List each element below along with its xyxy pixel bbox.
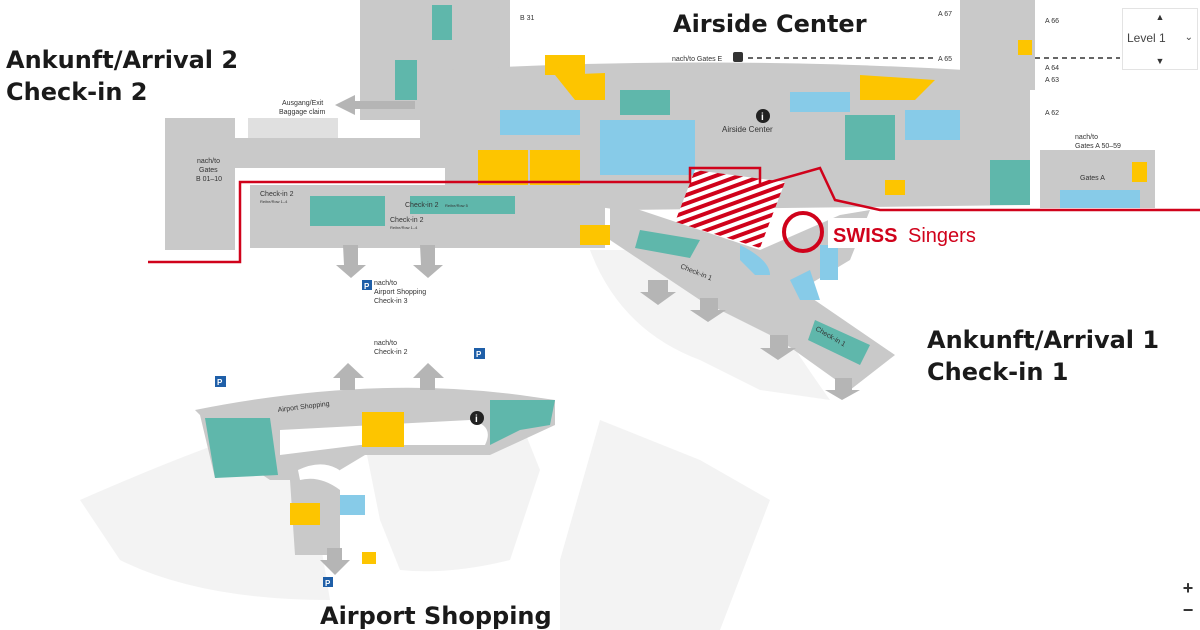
plane-icon bbox=[733, 52, 743, 62]
gate-a63: A 63 bbox=[1045, 77, 1059, 84]
marker-brand: SWISS bbox=[833, 225, 897, 247]
terminal-2-building bbox=[165, 0, 605, 250]
zone-arrival-1-line2: Check-in 1 bbox=[927, 358, 1069, 386]
parking-icon: P bbox=[215, 376, 226, 387]
gates-a-5059-label-2: Gates A 50–59 bbox=[1075, 143, 1121, 150]
zoom-in-button[interactable]: + bbox=[1178, 578, 1198, 598]
gate-a62: A 62 bbox=[1045, 110, 1059, 117]
level-up-button[interactable]: ▲ bbox=[1155, 12, 1165, 22]
gates-b-label-1: nach/to bbox=[197, 158, 220, 165]
gates-a-5059-label-1: nach/to bbox=[1075, 134, 1098, 141]
exit-label-1: Ausgang/Exit bbox=[282, 100, 323, 107]
restricted-hatched-area bbox=[675, 170, 785, 248]
b31-label: B 31 bbox=[520, 15, 535, 22]
gate-a66: A 66 bbox=[1045, 18, 1059, 25]
info-icon: i bbox=[470, 411, 484, 425]
zone-arrival-2-line2: Check-in 2 bbox=[6, 78, 148, 106]
svg-text:i: i bbox=[475, 414, 478, 425]
to-shopping-label-2: Airport Shopping bbox=[374, 289, 426, 296]
gate-a65: A 65 bbox=[938, 56, 952, 63]
checkin2-left-label: Check-in 2 bbox=[260, 191, 294, 198]
checkin2-mid-label: Check-in 2 bbox=[405, 202, 439, 209]
checkin2-mid-sub: Reihe/Row 5 bbox=[445, 203, 469, 208]
gates-e-label: nach/to Gates E bbox=[672, 56, 723, 63]
marker-name: Singers bbox=[908, 225, 976, 247]
parking-icon: P bbox=[323, 577, 333, 588]
parking-icon: P bbox=[474, 348, 485, 359]
gates-b-label-2: Gates bbox=[199, 167, 218, 174]
to-checkin2-label-1: nach/to bbox=[374, 340, 397, 347]
parking-icon: P bbox=[362, 280, 372, 291]
zone-airside-center: Airside Center bbox=[673, 10, 867, 38]
zone-arrival-1-line1: Ankunft/Arrival 1 bbox=[927, 326, 1159, 354]
svg-text:P: P bbox=[217, 378, 223, 387]
exit-label-2: Baggage claim bbox=[279, 109, 325, 116]
zoom-out-button[interactable]: − bbox=[1178, 600, 1198, 620]
checkin-1-building bbox=[610, 200, 895, 390]
gates-a-label: Gates A bbox=[1080, 175, 1105, 182]
checkin2-low-sub: Reihe/Row 1–4 bbox=[390, 225, 418, 230]
to-checkin2-label-2: Check-in 2 bbox=[374, 349, 408, 356]
chevron-down-icon: ⌄ bbox=[1184, 32, 1193, 43]
checkin2-left-sub: Reihe/Row 1–4 bbox=[260, 199, 288, 204]
to-shopping-label-3: Check-in 3 bbox=[374, 298, 408, 305]
zone-airport-shopping: Airport Shopping bbox=[320, 602, 552, 630]
svg-text:P: P bbox=[364, 282, 370, 291]
checkin2-low-label: Check-in 2 bbox=[390, 217, 424, 224]
level-value: Level 1 bbox=[1127, 31, 1166, 45]
level-selector[interactable]: ▲ Level 1 ⌄ ▼ bbox=[1122, 8, 1198, 70]
airside-center-building bbox=[445, 0, 1155, 245]
svg-text:P: P bbox=[325, 579, 331, 588]
zone-arrival-2-line1: Ankunft/Arrival 2 bbox=[6, 46, 238, 74]
airside-center-label: Airside Center bbox=[722, 125, 773, 134]
svg-text:P: P bbox=[476, 350, 482, 359]
security-boundary-line bbox=[148, 166, 1200, 264]
gate-a67: A 67 bbox=[938, 11, 952, 18]
svg-text:i: i bbox=[761, 112, 764, 123]
info-icon: i bbox=[756, 109, 770, 123]
swiss-singers-marker[interactable]: SWISS Singers bbox=[782, 211, 985, 253]
level-down-button[interactable]: ▼ bbox=[1155, 56, 1165, 66]
gate-a64: A 64 bbox=[1045, 65, 1059, 72]
airport-shopping-building bbox=[195, 387, 555, 564]
gate-labels: A 67 A 66 A 65 A 64 A 63 A 62 bbox=[938, 11, 1059, 117]
to-shopping-label-1: nach/to bbox=[374, 280, 397, 287]
direction-arrows bbox=[320, 95, 860, 575]
gates-b-label-3: B 01–10 bbox=[196, 176, 222, 183]
